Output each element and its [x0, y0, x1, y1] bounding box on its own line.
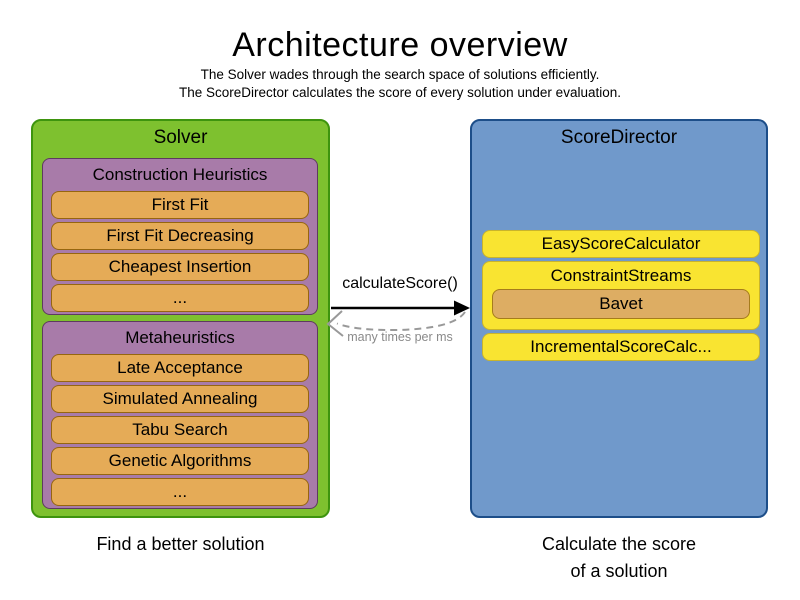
dashed-return-arrow-line	[336, 311, 466, 332]
subtitle-line-2: The ScoreDirector calculates the score o…	[179, 85, 621, 100]
group-title: Construction Heuristics	[92, 165, 268, 184]
item-tabu-search: Tabu Search	[51, 416, 309, 444]
item-cheapest-insertion: Cheapest Insertion	[51, 253, 309, 281]
item-simulated-annealing: Simulated Annealing	[51, 385, 309, 413]
subtitle-line-1: The Solver wades through the search spac…	[200, 67, 600, 82]
many-times-label: many times per ms	[347, 330, 453, 344]
caption-score-line-2: of a solution	[570, 561, 668, 581]
bavet-box: Bavet	[492, 289, 750, 319]
caption-solver: Find a better solution	[96, 534, 265, 554]
solver-box: Solver Construction Heuristics First Fit…	[31, 119, 330, 518]
item-first-fit: First Fit	[51, 191, 309, 219]
item-first-fit-decreasing: First Fit Decreasing	[51, 222, 309, 250]
calculate-score-label: calculateScore()	[342, 275, 458, 292]
item-late-acceptance: Late Acceptance	[51, 354, 309, 382]
calculator-constraint-streams: ConstraintStreams Bavet	[482, 261, 760, 330]
group-construction-heuristics: Construction Heuristics First Fit First …	[42, 158, 318, 315]
solver-title: Solver	[153, 127, 208, 148]
group-title: Metaheuristics	[125, 328, 235, 347]
calculator-easy-score: EasyScoreCalculator	[482, 230, 760, 258]
page-title: Architecture overview	[232, 26, 568, 64]
caption-score-director: Calculate the score of a solution	[470, 531, 768, 585]
solid-arrow-head	[454, 300, 470, 316]
item-ellipsis: ...	[51, 284, 309, 312]
calculator-incremental-score: IncrementalScoreCalc...	[482, 333, 760, 361]
item-ellipsis: ...	[51, 478, 309, 506]
score-director-box: ScoreDirector EasyScoreCalculator Constr…	[470, 119, 768, 518]
item-genetic-algorithms: Genetic Algorithms	[51, 447, 309, 475]
score-director-title: ScoreDirector	[560, 127, 678, 148]
caption-score-line-1: Calculate the score	[541, 534, 697, 554]
constraint-streams-label: ConstraintStreams	[550, 266, 692, 285]
group-metaheuristics: Metaheuristics Late Acceptance Simulated…	[42, 321, 318, 509]
